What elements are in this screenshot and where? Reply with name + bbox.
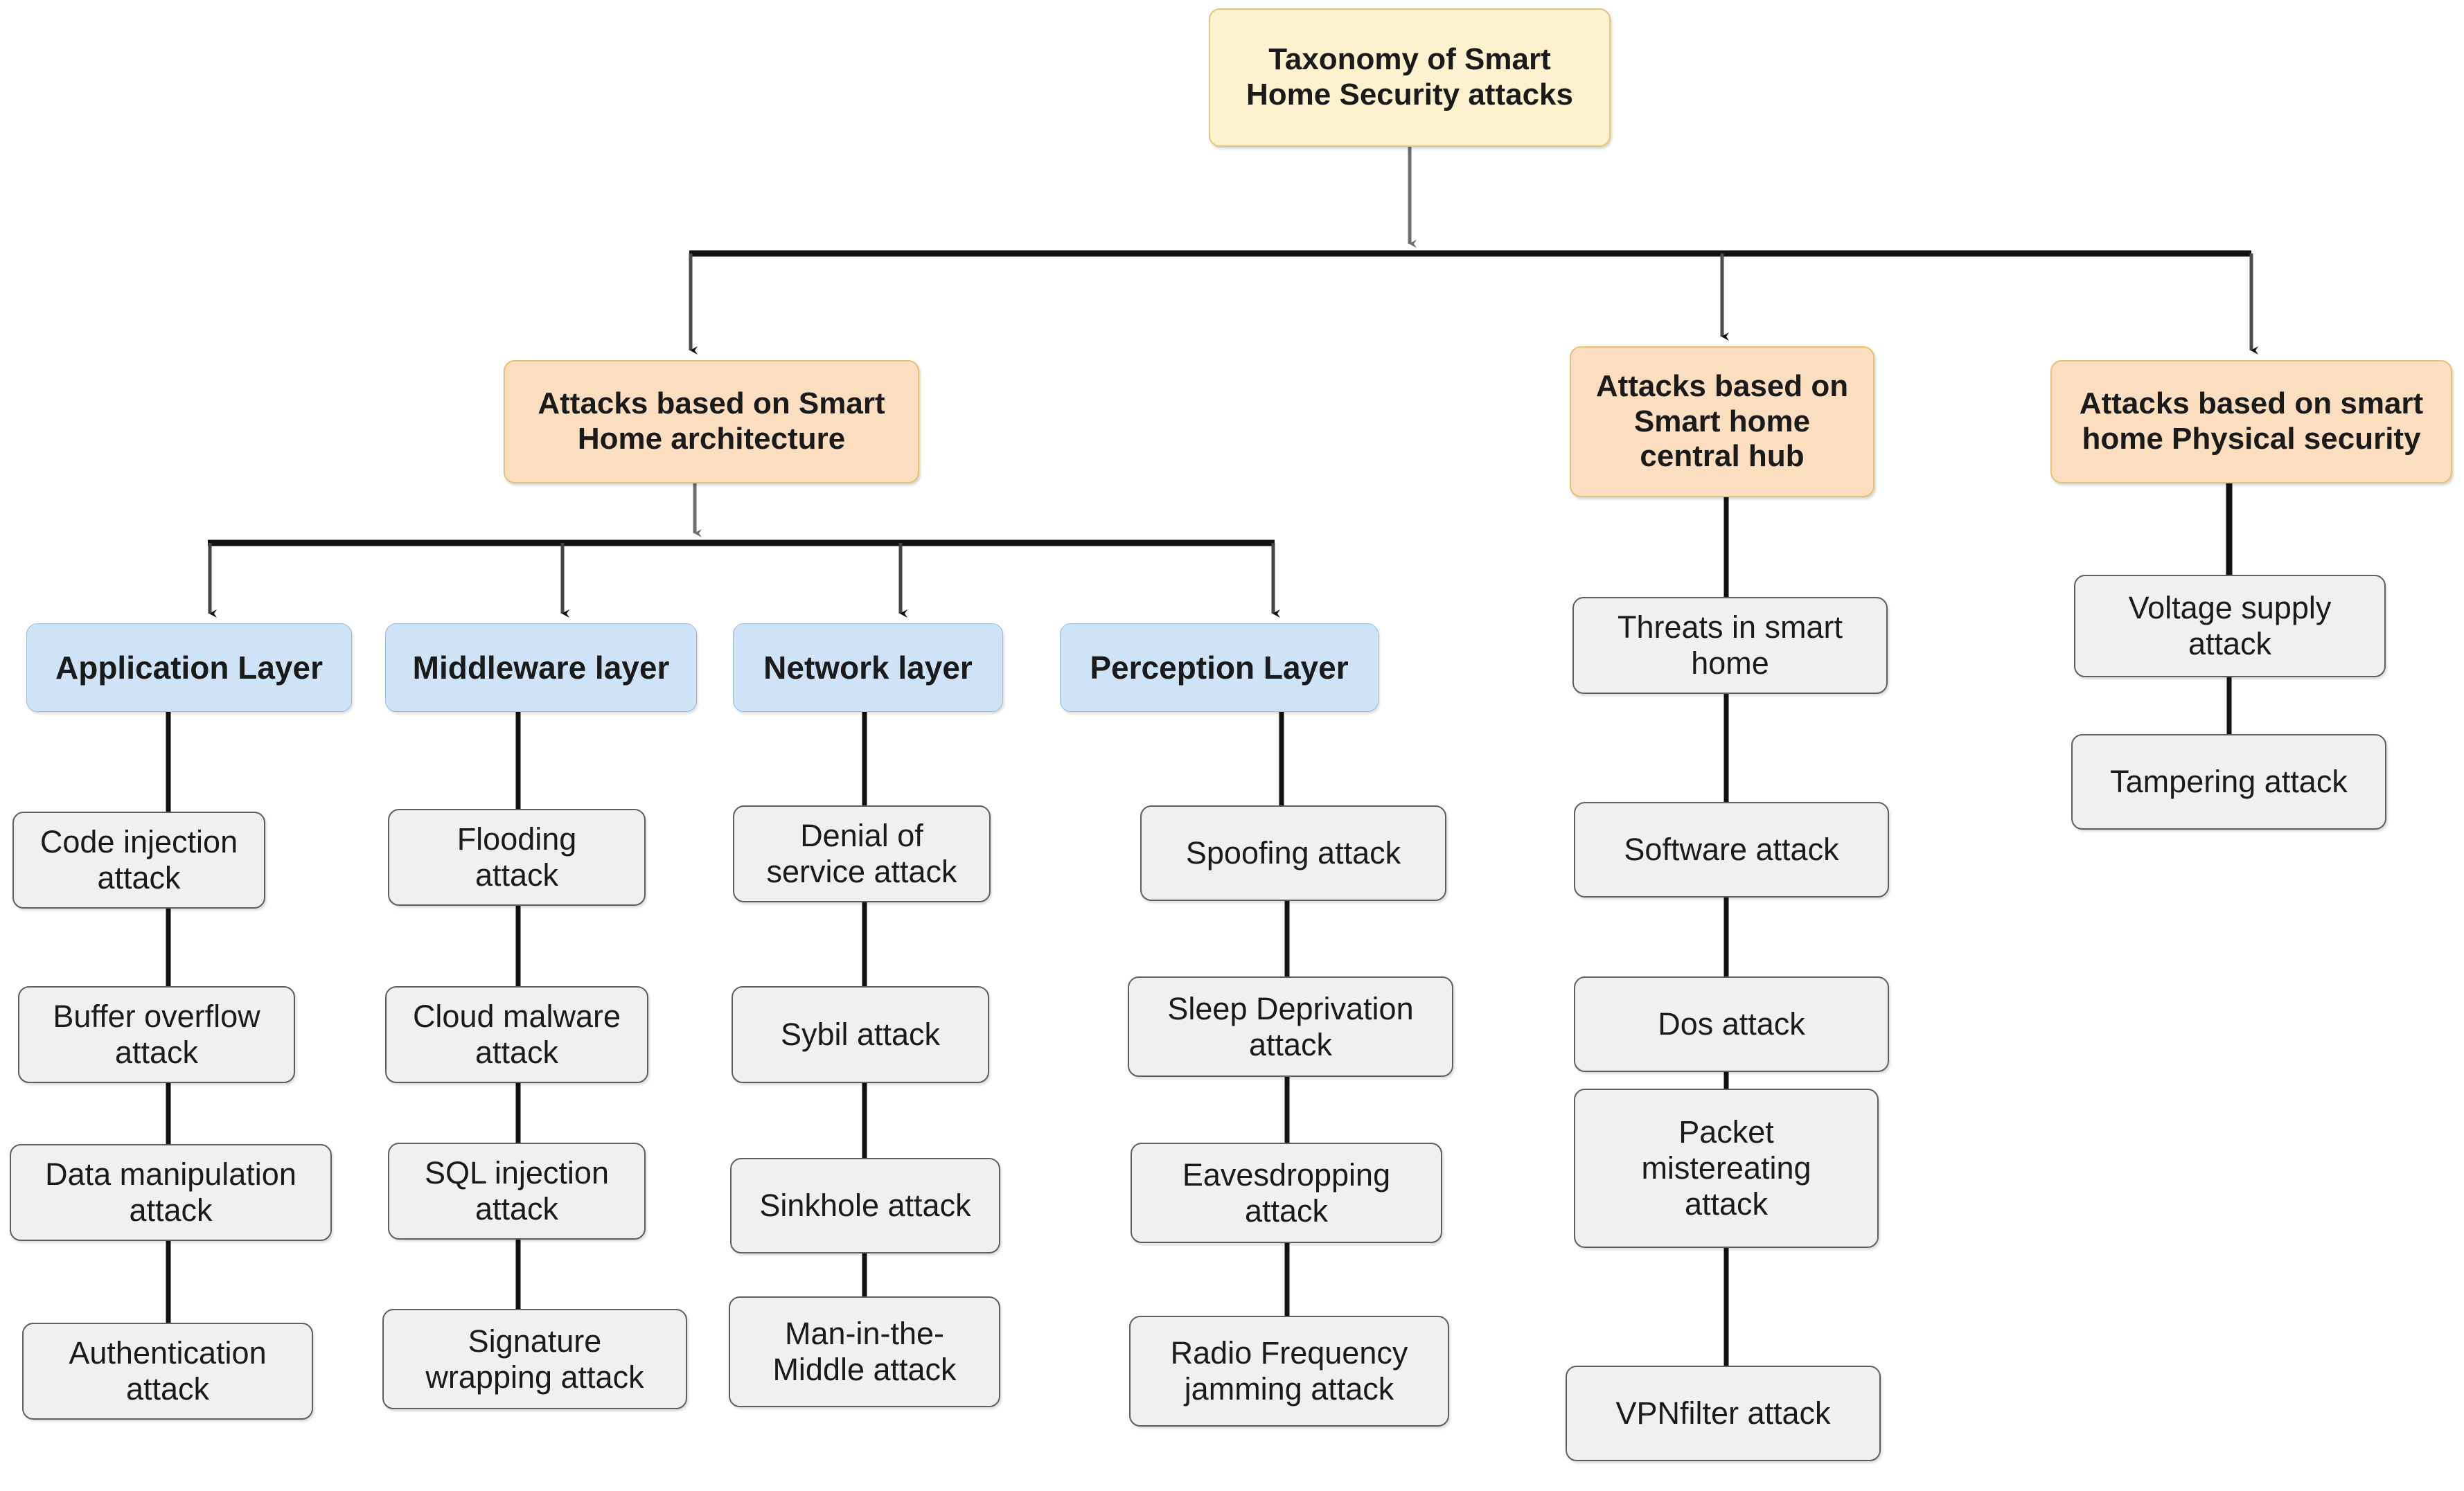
leaf-node-denial-of-service-attack[interactable]: Denial of service attack — [733, 805, 991, 902]
layer-node-middleware-layer[interactable]: Middleware layer — [385, 623, 697, 712]
leaf-node-eavesdropping-attack[interactable]: Eavesdropping attack — [1131, 1143, 1442, 1243]
leaf-node-authentication-attack[interactable]: Authentication attack — [22, 1323, 313, 1420]
leaf-node-man-in-the-middle-attack[interactable]: Man-in-the- Middle attack — [729, 1296, 1000, 1407]
category-node-smart-home-architecture[interactable]: Attacks based on Smart Home architecture — [504, 360, 919, 483]
leaf-node-cloud-malware-attack[interactable]: Cloud malware attack — [385, 986, 648, 1083]
leaf-node-sybil-attack[interactable]: Sybil attack — [732, 986, 989, 1083]
leaf-node-sleep-deprivation-attack[interactable]: Sleep Deprivation attack — [1128, 976, 1453, 1077]
leaf-node-data-manipulation-attack[interactable]: Data manipulation attack — [10, 1144, 332, 1241]
leaf-node-threats-in-smart-home[interactable]: Threats in smart home — [1572, 597, 1888, 694]
layer-node-application-layer[interactable]: Application Layer — [26, 623, 352, 712]
layer-node-perception-layer[interactable]: Perception Layer — [1060, 623, 1379, 712]
leaf-node-vpnfilter-attack[interactable]: VPNfilter attack — [1566, 1366, 1881, 1461]
root-node-taxonomy[interactable]: Taxonomy of Smart Home Security attacks — [1209, 8, 1611, 147]
leaf-node-signature-wrapping-attack[interactable]: Signature wrapping attack — [382, 1309, 687, 1409]
leaf-node-dos-attack[interactable]: Dos attack — [1574, 976, 1889, 1072]
leaf-node-code-injection-attack[interactable]: Code injection attack — [12, 812, 265, 909]
category-node-physical-security[interactable]: Attacks based on smart home Physical sec… — [2050, 360, 2452, 483]
leaf-node-software-attack[interactable]: Software attack — [1574, 802, 1889, 898]
leaf-node-buffer-overflow-attack[interactable]: Buffer overflow attack — [18, 986, 295, 1083]
leaf-node-radio-frequency-jamming-attack[interactable]: Radio Frequency jamming attack — [1129, 1316, 1449, 1427]
category-node-central-hub[interactable]: Attacks based on Smart home central hub — [1570, 346, 1874, 497]
layer-node-network-layer[interactable]: Network layer — [733, 623, 1003, 712]
leaf-node-sql-injection-attack[interactable]: SQL injection attack — [388, 1143, 646, 1240]
leaf-node-packet-mistereating-attack[interactable]: Packet mistereating attack — [1574, 1089, 1879, 1248]
leaf-node-flooding-attack[interactable]: Flooding attack — [388, 809, 646, 906]
edge-architecture-to-bus — [208, 483, 1280, 618]
edge-top-bus — [689, 250, 2258, 355]
leaf-node-spoofing-attack[interactable]: Spoofing attack — [1140, 805, 1446, 901]
leaf-node-tampering-attack[interactable]: Tampering attack — [2071, 734, 2386, 830]
leaf-node-sinkhole-attack[interactable]: Sinkhole attack — [730, 1158, 1000, 1253]
leaf-node-voltage-supply-attack[interactable]: Voltage supply attack — [2074, 575, 2386, 677]
